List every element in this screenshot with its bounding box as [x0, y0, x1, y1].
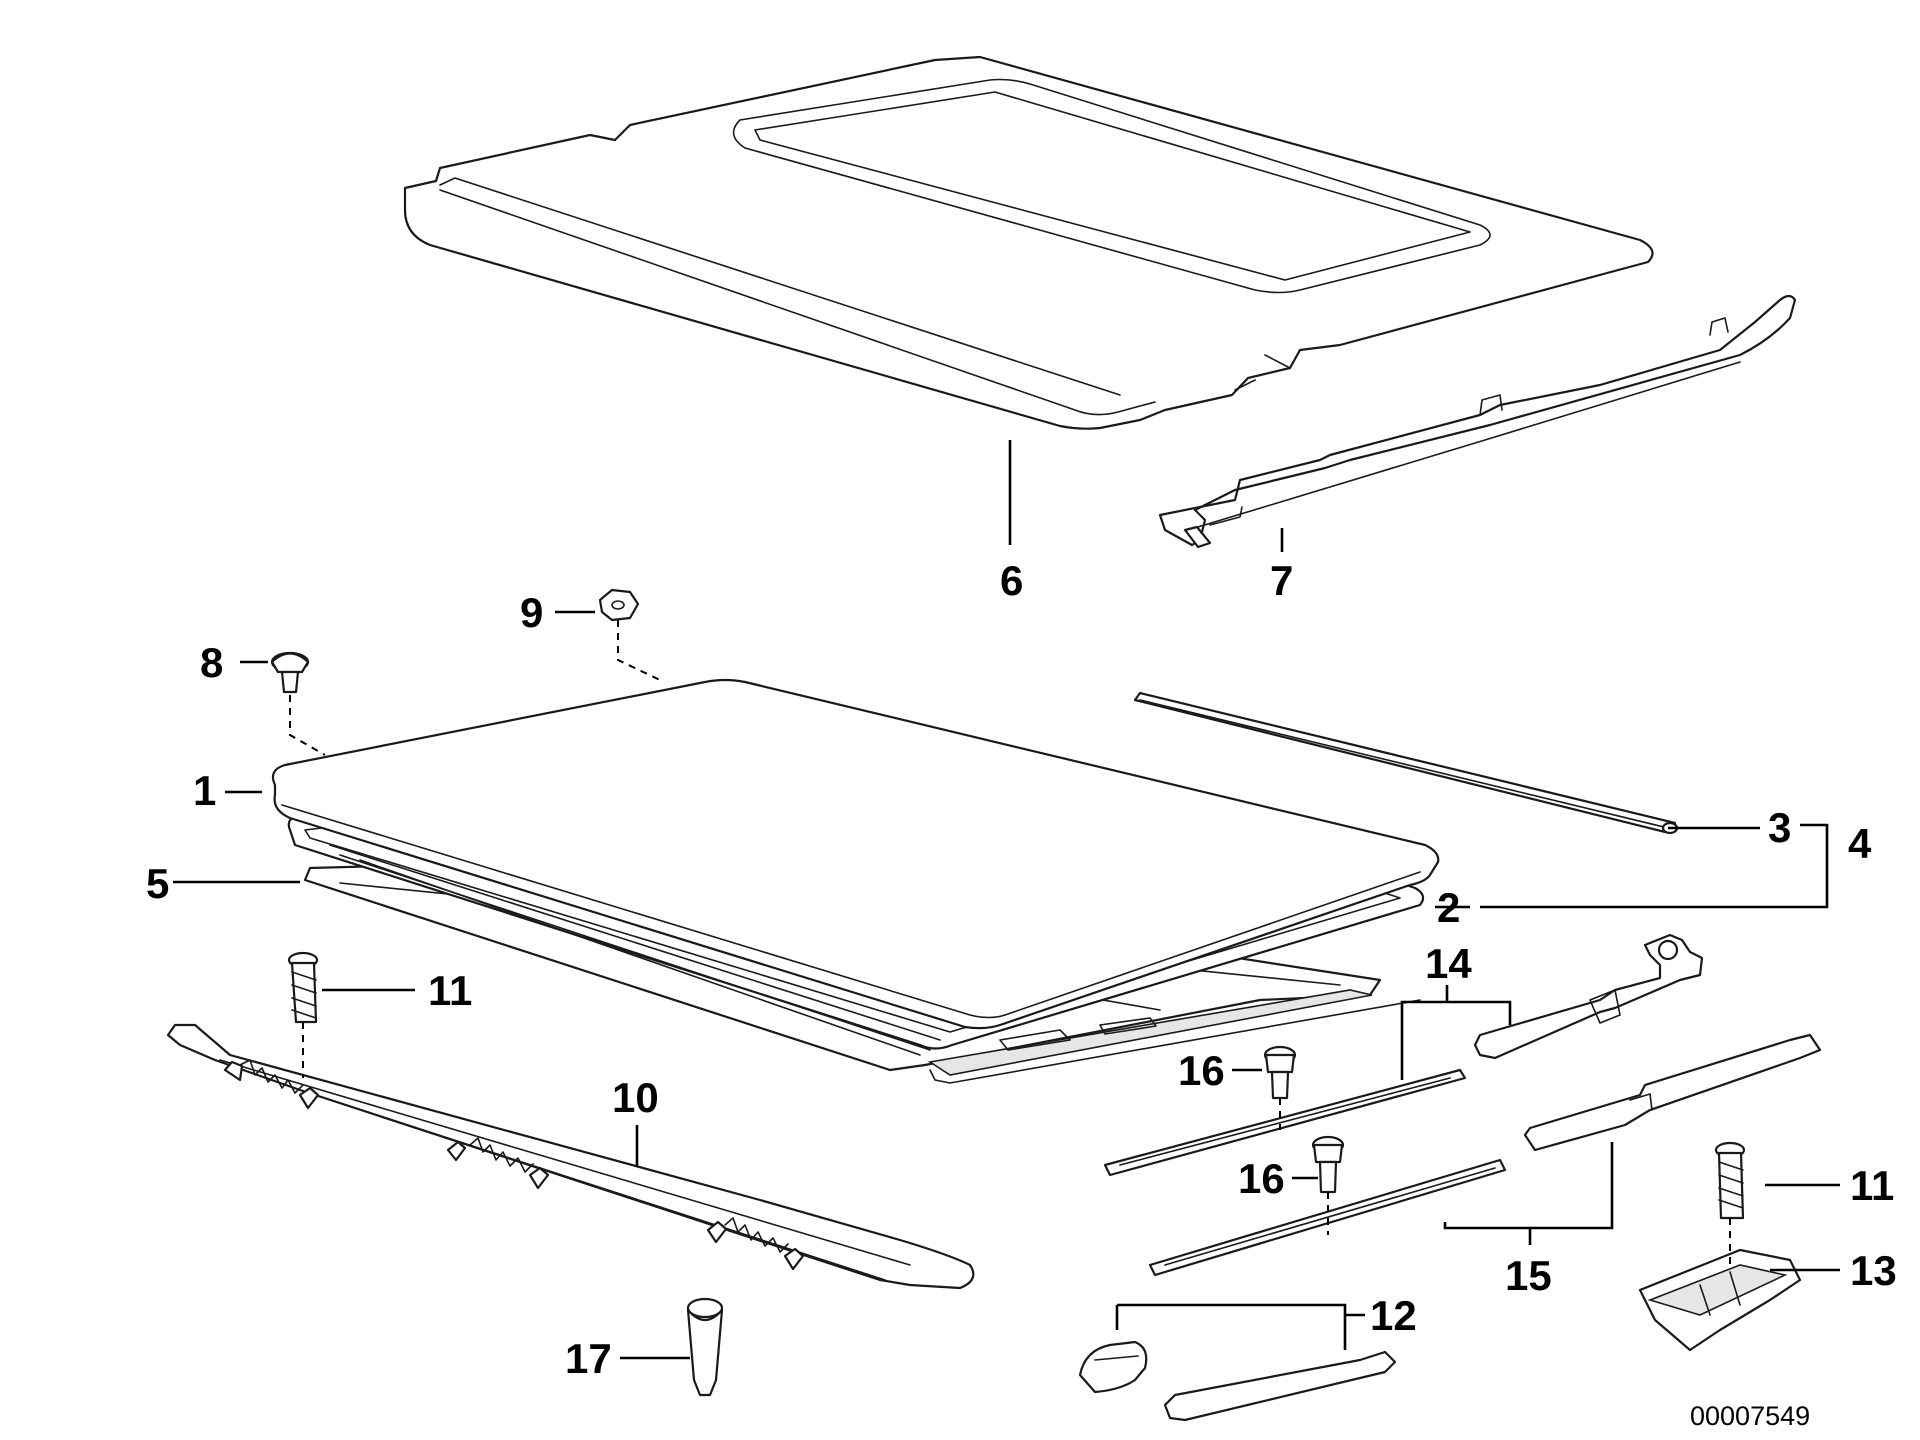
- callout-11-left: 11: [428, 967, 472, 1014]
- nut-9: [598, 588, 640, 622]
- callout-4: 4: [1848, 820, 1872, 867]
- callout-2: 2: [1437, 884, 1460, 931]
- screw-11-right: [1714, 1141, 1746, 1220]
- callout-1: 1: [193, 767, 216, 814]
- cable-guide-12: [1078, 1340, 1397, 1422]
- side-drive-rail: [166, 1023, 975, 1290]
- bolt-8: [270, 651, 310, 694]
- plug-17: [686, 1297, 724, 1397]
- alignment-dashes: [289, 620, 1731, 1268]
- slide-bar-15-upper: [1523, 1033, 1822, 1152]
- callout-9: 9: [520, 589, 543, 636]
- callout-16-lower: 16: [1238, 1155, 1285, 1202]
- bracket-block-13: [1638, 1248, 1802, 1352]
- callout-15: 15: [1505, 1252, 1552, 1299]
- headliner-panel: [403, 55, 1654, 430]
- callout-12: 12: [1370, 1292, 1417, 1339]
- callout-16-upper: 16: [1178, 1047, 1225, 1094]
- screw-11-left: [287, 951, 319, 1024]
- callout-11-right: 11: [1850, 1162, 1894, 1209]
- spring-2: [469, 1137, 534, 1173]
- callout-13: 13: [1850, 1247, 1897, 1294]
- callout-7: 7: [1270, 557, 1293, 604]
- sunroof-glass-panel: [271, 678, 1440, 1030]
- spring-3: [724, 1217, 789, 1253]
- callout-8: 8: [200, 639, 223, 686]
- callout-10: 10: [612, 1074, 659, 1121]
- callout-5: 5: [146, 860, 169, 907]
- callout-17: 17: [565, 1335, 612, 1382]
- screw-16-upper: [1263, 1045, 1297, 1100]
- callout-3: 3: [1768, 804, 1791, 851]
- slide-shoe-14: [1473, 933, 1704, 1060]
- document-number: 00007549: [1690, 1401, 1810, 1431]
- spring-1: [239, 1059, 304, 1094]
- callout-labels: 1 2 3 4 5 6 7 8 9 10 11 11 12 13 14 15 1…: [146, 557, 1897, 1431]
- callout-14: 14: [1425, 940, 1472, 987]
- screw-16-lower: [1311, 1135, 1345, 1194]
- leader-lines: [173, 440, 1840, 1360]
- guide-rail: [1158, 294, 1797, 549]
- slide-bar-15-lower: [1148, 1158, 1507, 1277]
- callout-6: 6: [1000, 557, 1023, 604]
- slide-bar-14: [1103, 1068, 1467, 1177]
